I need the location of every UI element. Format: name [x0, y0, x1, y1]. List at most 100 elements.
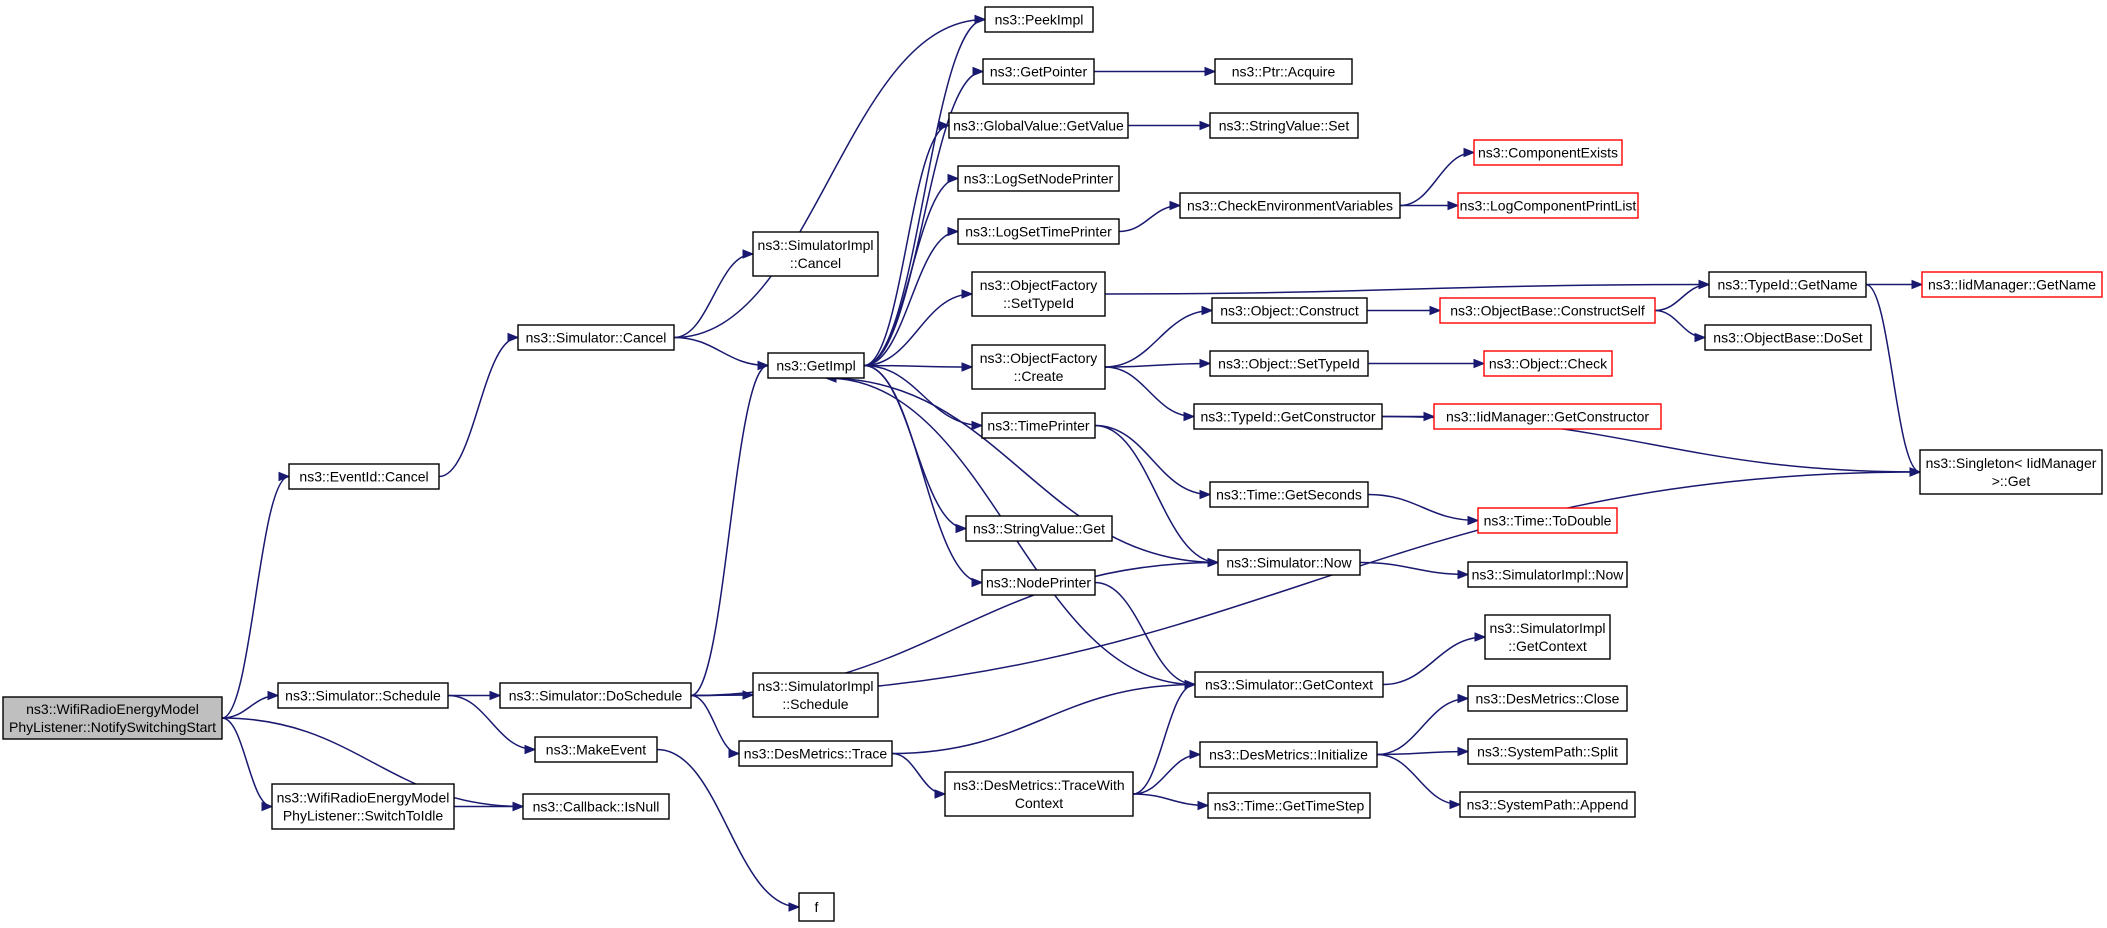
node-stringvalue-set[interactable]: ns3::StringValue::Set — [1209, 112, 1359, 139]
node-componentexists[interactable]: ns3::ComponentExists — [1473, 139, 1623, 166]
node-globalvalue-getvalue[interactable]: ns3::GlobalValue::GetValue — [948, 112, 1129, 139]
node-box — [1199, 741, 1378, 768]
node-nodeprinter[interactable]: ns3::NodePrinter — [981, 569, 1096, 596]
edge-line — [1654, 283, 1710, 312]
node-typeid-getconstructor[interactable]: ns3::TypeId::GetConstructor — [1193, 403, 1383, 430]
node-stringvalue-get[interactable]: ns3::StringValue::Get — [965, 515, 1113, 542]
node-object-construct[interactable]: ns3::Object::Construct — [1211, 297, 1368, 324]
node-switch-to-idle[interactable]: ns3::WifiRadioEnergyModelPhyListener::Sw… — [271, 783, 455, 830]
node-simimpl-now[interactable]: ns3::SimulatorImpl::Now — [1467, 561, 1628, 588]
arrowhead — [1463, 147, 1476, 158]
node-desmetrics-initialize[interactable]: ns3::DesMetrics::Initialize — [1199, 741, 1378, 768]
node-iidmanager-getconstructor[interactable]: ns3::IidManager::GetConstructor — [1433, 403, 1662, 430]
node-time-todouble[interactable]: ns3::Time::ToDouble — [1477, 507, 1618, 534]
node-object-check[interactable]: ns3::Object::Check — [1483, 350, 1613, 377]
node-objectbase-constructself[interactable]: ns3::ObjectBase::ConstructSelf — [1439, 297, 1656, 324]
node-getpointer[interactable]: ns3::GetPointer — [982, 58, 1095, 85]
node-label: ns3::TypeId::GetConstructor — [1200, 409, 1375, 425]
node-sim-cancel[interactable]: ns3::Simulator::Cancel — [517, 324, 675, 351]
arrowhead — [1457, 569, 1470, 580]
edge-sim-doschedule-to-getimpl — [690, 360, 770, 697]
node-label: ns3::LogSetNodePrinter — [964, 171, 1114, 187]
node-sim-now[interactable]: ns3::Simulator::Now — [1217, 549, 1361, 576]
node-eventid-cancel[interactable]: ns3::EventId::Cancel — [288, 463, 440, 490]
node-simimpl-cancel[interactable]: ns3::SimulatorImpl::Cancel — [752, 231, 879, 277]
edge-desmetrics-initialize-to-systempath-append — [1376, 753, 1462, 810]
node-makeevent[interactable]: ns3::MakeEvent — [534, 736, 658, 763]
node-logsettimeprinter[interactable]: ns3::LogSetTimePrinter — [957, 218, 1120, 245]
node-time-gettimestep[interactable]: ns3::Time::GetTimeStep — [1207, 792, 1371, 819]
node-checkenvvars[interactable]: ns3::CheckEnvironmentVariables — [1179, 192, 1401, 219]
node-label: ::GetContext — [1508, 638, 1587, 654]
node-objectbase-doset[interactable]: ns3::ObjectBase::DoSet — [1704, 324, 1872, 351]
arrowhead — [1429, 305, 1442, 316]
node-label: ns3::Singleton< IidManager — [1926, 455, 2097, 471]
edge-getimpl-to-objfactory-create — [863, 362, 974, 372]
arrowhead — [1189, 749, 1202, 760]
arrowhead — [742, 249, 755, 259]
node-sim-schedule[interactable]: ns3::Simulator::Schedule — [277, 682, 449, 709]
arrowhead — [728, 748, 741, 759]
node-timeprinter[interactable]: ns3::TimePrinter — [981, 412, 1096, 439]
edge-sim-cancel-to-getimpl — [673, 336, 770, 371]
node-logsetnodeprinter[interactable]: ns3::LogSetNodePrinter — [957, 165, 1120, 192]
edge-line — [673, 336, 769, 367]
node-label: ns3::CheckEnvironmentVariables — [1187, 198, 1393, 214]
node-typeid-getname[interactable]: ns3::TypeId::GetName — [1708, 271, 1867, 298]
node-label: ns3::Object::Construct — [1220, 303, 1359, 319]
arrowhead — [1447, 200, 1460, 211]
node-label: ns3::Callback::IsNull — [533, 799, 660, 815]
node-simimpl-getcontext[interactable]: ns3::SimulatorImpl::GetContext — [1484, 614, 1611, 660]
node-label: ::SetTypeId — [1003, 295, 1074, 311]
node-sim-getcontext[interactable]: ns3::Simulator::GetContext — [1194, 671, 1384, 698]
node-desmetrics-close[interactable]: ns3::DesMetrics::Close — [1467, 685, 1628, 712]
edge-line — [1104, 283, 1710, 295]
edge-line — [863, 124, 950, 367]
node-f[interactable]: f — [798, 892, 835, 922]
edge-objectbase-constructself-to-typeid-getname — [1654, 279, 1711, 312]
node-root[interactable]: ns3::WifiRadioEnergyModelPhyListener::No… — [2, 696, 223, 740]
node-peekimpl[interactable]: ns3::PeekImpl — [984, 6, 1094, 33]
edge-line — [1865, 283, 1921, 473]
edge-line — [1382, 636, 1486, 686]
edge-line — [863, 364, 973, 368]
node-label: ::Schedule — [782, 696, 848, 712]
arrowhead — [1911, 279, 1924, 290]
node-systempath-split[interactable]: ns3::SystemPath::Split — [1467, 738, 1628, 765]
edge-root-to-switch-to-idle — [221, 717, 274, 812]
edge-objfactory-settypeid-to-typeid-getname — [1104, 279, 1711, 295]
node-box — [981, 569, 1096, 596]
node-getimpl[interactable]: ns3::GetImpl — [767, 352, 865, 379]
node-label: ns3::IidManager::GetConstructor — [1446, 409, 1649, 425]
node-label: ns3::DesMetrics::Trace — [744, 746, 888, 762]
node-label: ns3::Simulator::GetContext — [1205, 677, 1373, 693]
node-time-getseconds[interactable]: ns3::Time::GetSeconds — [1209, 481, 1369, 508]
node-objfactory-create[interactable]: ns3::ObjectFactory::Create — [971, 344, 1106, 390]
node-iidmanager-getname[interactable]: ns3::IidManager::GetName — [1921, 271, 2103, 298]
edge-desmetrics-trace-to-desmetrics-tracewithcontext — [891, 752, 947, 799]
edge-typeid-getname-to-iidmanager-getname — [1866, 279, 1924, 290]
node-desmetrics-trace[interactable]: ns3::DesMetrics::Trace — [738, 740, 893, 767]
node-logcomponentprintlist[interactable]: ns3::LogComponentPrintList — [1457, 192, 1639, 219]
node-singleton-get[interactable]: ns3::Singleton< IidManager >::Get — [1919, 449, 2103, 495]
node-label: Context — [1015, 795, 1063, 811]
node-callback-isnull[interactable]: ns3::Callback::IsNull — [522, 793, 670, 820]
edge-eventid-cancel-to-sim-cancel — [438, 332, 520, 478]
node-sim-doschedule[interactable]: ns3::Simulator::DoSchedule — [499, 682, 692, 709]
edge-line — [673, 18, 986, 339]
node-ptr-acquire[interactable]: ns3::Ptr::Acquire — [1214, 58, 1353, 85]
arrowhead — [1199, 358, 1212, 369]
node-simimpl-schedule[interactable]: ns3::SimulatorImpl::Schedule — [752, 672, 879, 718]
node-box — [1919, 449, 2103, 495]
node-box — [1209, 350, 1369, 377]
node-systempath-append[interactable]: ns3::SystemPath::Append — [1459, 791, 1636, 818]
node-label: ns3::ObjectFactory — [980, 350, 1098, 366]
arrowhead — [1169, 200, 1182, 211]
arrowhead — [1698, 279, 1711, 290]
node-object-settypeid[interactable]: ns3::Object::SetTypeId — [1209, 350, 1369, 377]
node-objfactory-settypeid[interactable]: ns3::ObjectFactory::SetTypeId — [971, 271, 1106, 317]
arrowhead — [489, 690, 502, 701]
node-box — [1209, 112, 1359, 139]
edge-getimpl-to-logsettimeprinter — [863, 226, 960, 367]
